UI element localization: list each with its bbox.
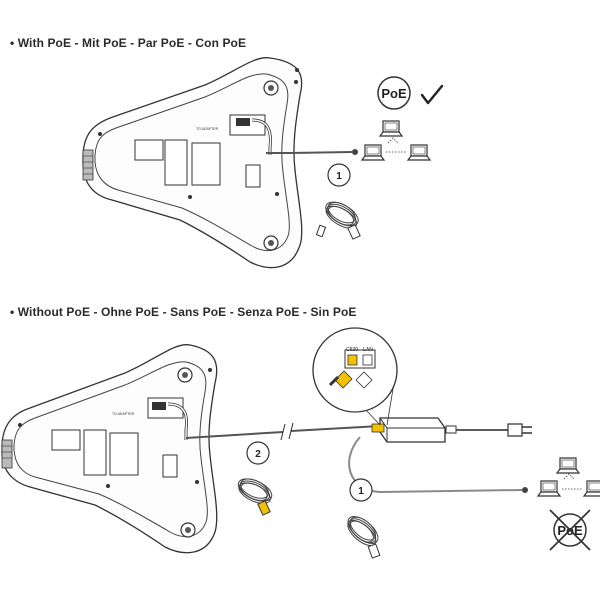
no-poe-icon: PoE (549, 509, 591, 551)
svg-text:1: 1 (358, 486, 364, 497)
step-1-bottom-badge: 1 (349, 478, 373, 502)
check-icon (420, 84, 444, 105)
ethernet-cable-icon-bottom (341, 511, 384, 551)
port-lan-label: LAN (363, 347, 373, 353)
port-zoom-callout: C520 LAN (312, 327, 398, 426)
poe-badge: PoE (377, 76, 411, 110)
adapter-port-label-bottom: TO ADAPTER (112, 412, 135, 416)
speakerphone-device-bottom: TO ADAPTER (1, 344, 218, 554)
step-2-badge: 2 (246, 441, 270, 465)
adapter-port-label-top: TO ADAPTER (196, 127, 219, 131)
ethernet-cable-icon-step2 (233, 473, 276, 509)
svg-text:2: 2 (255, 449, 261, 460)
poe-adapter (371, 417, 457, 443)
network-computers-icon-top (361, 120, 431, 161)
heading-without-poe: • Without PoE - Ohne PoE - Sans PoE - Se… (10, 305, 357, 319)
port-c520-label: C520 (346, 347, 358, 353)
poe-badge-label: PoE (381, 86, 407, 101)
step-1-top-badge: 1 (327, 163, 351, 187)
heading-with-poe: • With PoE - Mit PoE - Par PoE - Con PoE (10, 36, 247, 50)
speakerphone-device-top: TO ADAPTER (82, 57, 303, 269)
svg-text:1: 1 (336, 171, 342, 182)
network-computers-icon-bottom (537, 457, 600, 497)
